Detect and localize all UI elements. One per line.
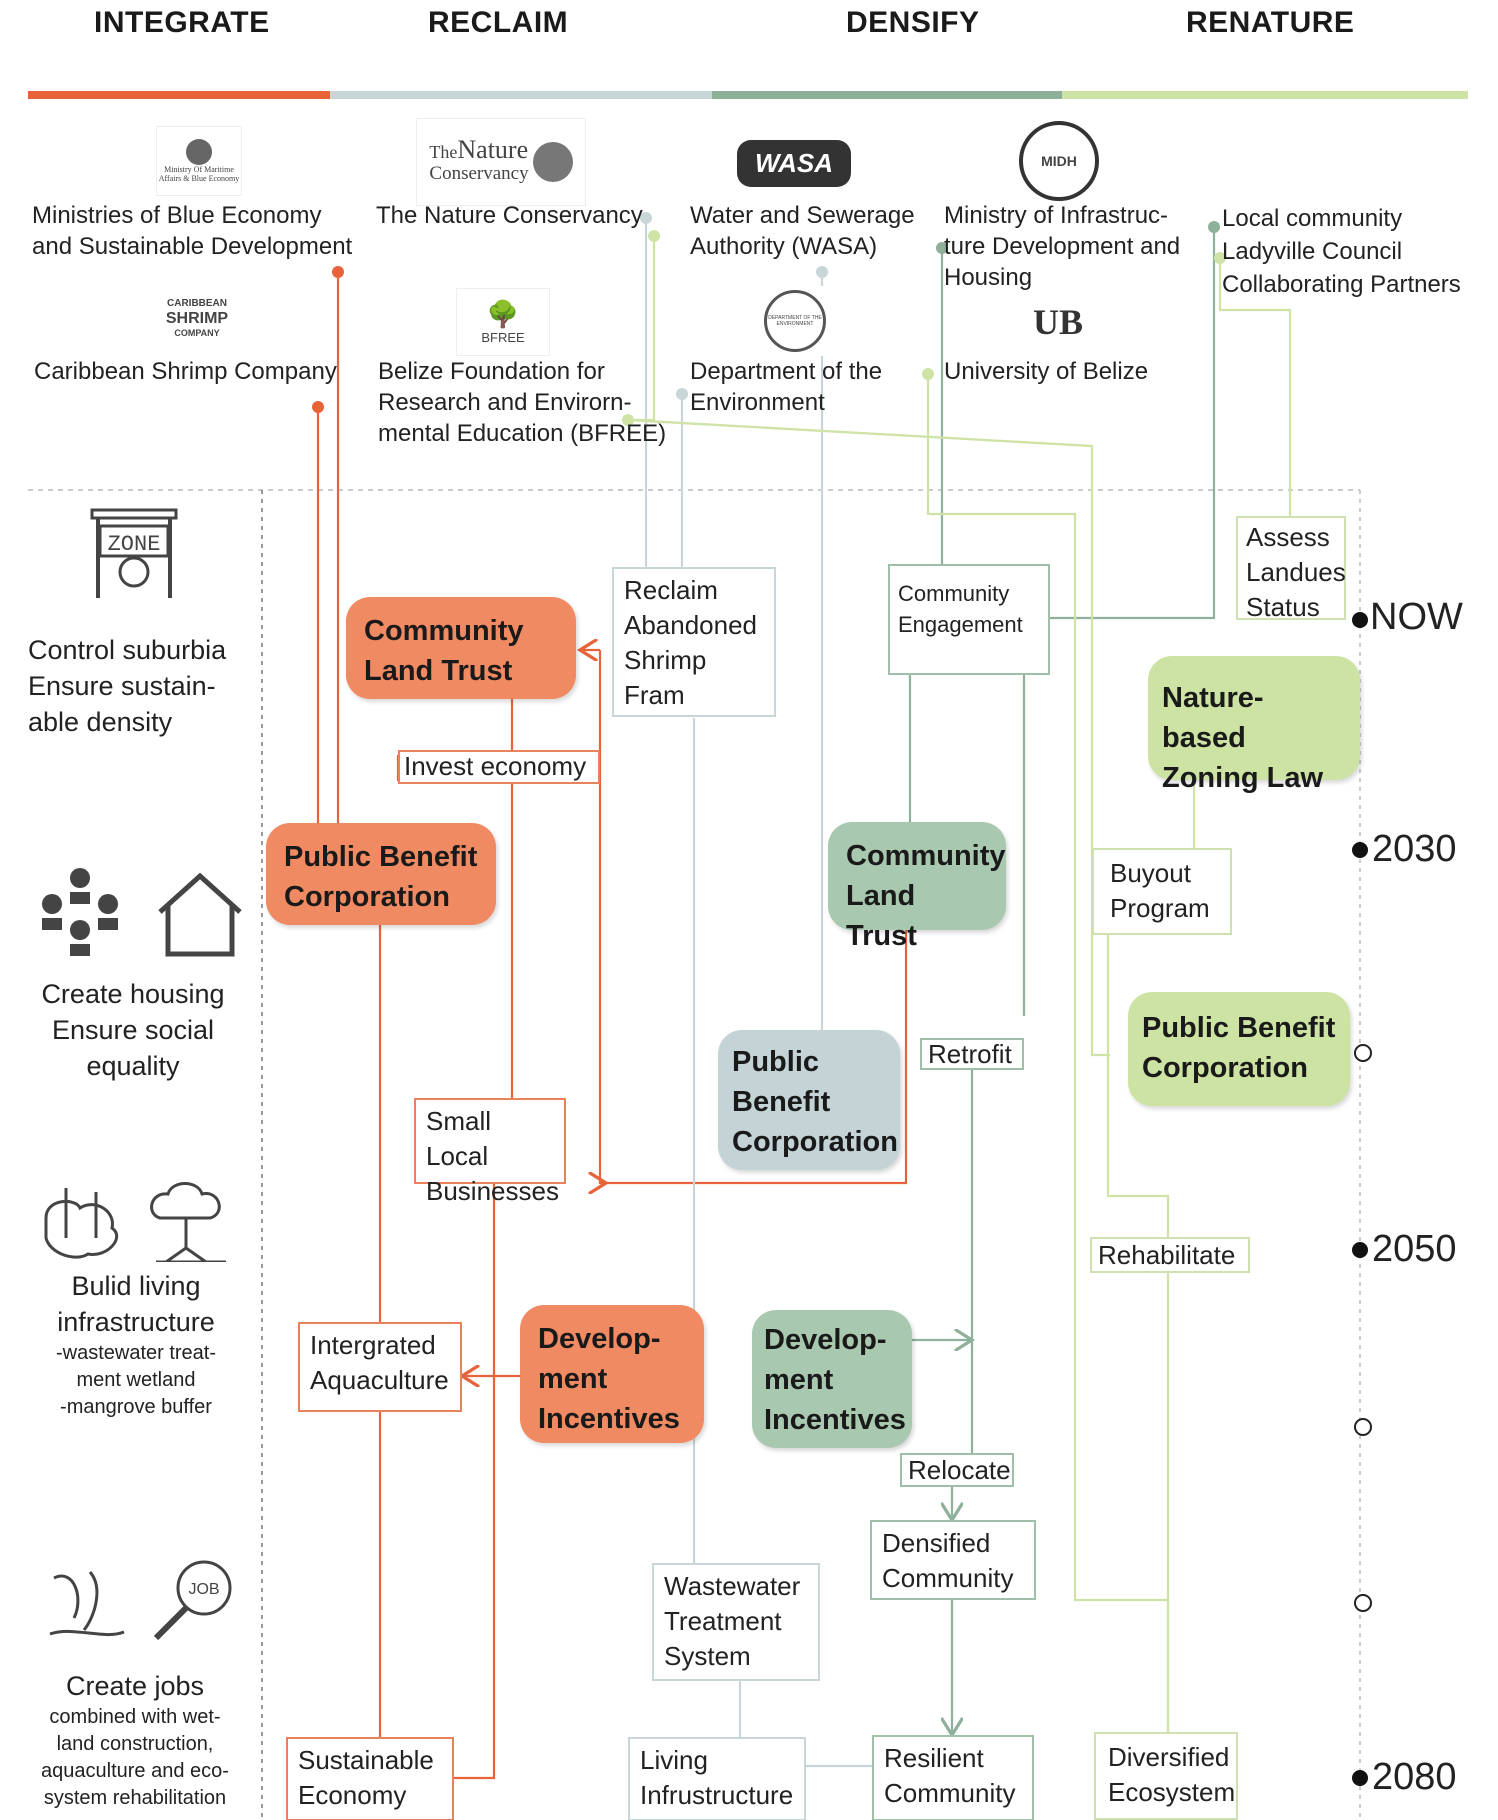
box-reclaim-shrimp-farm: Reclaim Abandoned Shrimp Fram (612, 567, 776, 717)
shrimp-logo: CARIBBEAN SHRIMP COMPANY (156, 284, 238, 352)
people-house-icon (30, 862, 250, 962)
box-diversified-ecosystem: Diversified Ecosystem (1094, 1732, 1238, 1820)
box-rehabilitate: Rehabilitate (1090, 1237, 1250, 1273)
pill-development-incentives-orange: Develop- ment Incentives (520, 1305, 704, 1443)
svg-text:ZONE: ZONE (108, 532, 161, 557)
timeline-dot-2050 (1352, 1242, 1368, 1258)
phase-densify: DENSIFY (846, 6, 980, 39)
org-ub: University of Belize (944, 358, 1149, 385)
phase-reclaim: RECLAIM (428, 6, 569, 39)
timeline-marker (1354, 1418, 1372, 1436)
pill-nature-based-zoning: Nature-based Zoning Law (1148, 656, 1360, 794)
fish-job-icon: JOB (44, 1558, 244, 1642)
box-living-infrastructure: Living Infrustructure (628, 1737, 806, 1820)
box-integrated-aquaculture: Intergrated Aquaculture (298, 1322, 462, 1412)
goal-living-infrastructure: Bulid living infrastructure -wastewater … (55, 1271, 217, 1418)
box-small-local-businesses: Small Local Businesses (414, 1098, 566, 1206)
box-buyout-program: Buyout Program (1092, 848, 1232, 935)
pill-community-land-trust-green: Community Land Trust (828, 822, 1006, 952)
wasa-logo: WASA (728, 124, 860, 202)
org-midh: Ministry of Infrastruc- ture Development… (944, 202, 1181, 291)
ub-logo: UB (1010, 294, 1106, 350)
timeline-dot-now (1352, 612, 1368, 628)
box-sustainable-economy: Sustainable Economy (286, 1737, 454, 1820)
org-shrimp: Caribbean Shrimp Company (34, 358, 337, 385)
org-ministries: Ministries of Blue Economy and Sustainab… (32, 202, 353, 260)
timeline-dot-2030 (1352, 842, 1368, 858)
bfree-logo: 🌳 BFREE (456, 288, 550, 356)
leaf-globe-icon (532, 142, 573, 182)
timeline-dot-2080 (1352, 1770, 1368, 1786)
tree-icon: 🌳 (486, 299, 520, 329)
pill-public-benefit-corp-orange: Public Benefit Corporation (266, 823, 496, 925)
ministry-logo: Ministry Of Maritime Affairs & Blue Econ… (156, 126, 242, 196)
pill-community-land-trust-orange: Community Land Trust (346, 597, 576, 699)
pill-public-benefit-corp-gray: Public Benefit Corporation (718, 1030, 900, 1170)
doe-logo: DEPARTMENT OF THE ENVIRONMENT (760, 286, 830, 356)
org-wasa: Water and Sewerage Authority (WASA) (690, 202, 915, 260)
box-retrofit: Retrofit (920, 1038, 1024, 1070)
box-community-engagement: Community Engagement (888, 564, 1050, 675)
box-wastewater-treatment: Wastewater Treatment System (652, 1563, 820, 1681)
timeline-2050: 2050 (1372, 1228, 1457, 1270)
box-assess-landuse: Assess Landues Status (1236, 516, 1346, 622)
timeline-2080: 2080 (1372, 1756, 1457, 1798)
pill-development-incentives-green: Develop- ment Incentives (752, 1310, 912, 1448)
goal-create-housing: Create housing Ensure social equality (41, 979, 225, 1081)
timeline-2030: 2030 (1372, 828, 1457, 870)
globe-icon (186, 139, 212, 165)
box-invest-economy: Invest economy (398, 750, 600, 784)
org-local: Local community Ladyville Council Collab… (1222, 205, 1461, 298)
pill-public-benefit-corp-lime: Public Benefit Corporation (1128, 992, 1350, 1106)
timeline-marker (1354, 1044, 1372, 1062)
midh-logo: MIDH (1012, 116, 1106, 206)
box-resilient-community: Resilient Community (872, 1735, 1034, 1820)
box-densified-community: Densified Community (870, 1520, 1036, 1600)
svg-text:JOB: JOB (188, 1581, 219, 1598)
goal-control-suburbia: Control suburbia Ensure sustain- able de… (28, 635, 227, 737)
goal-create-jobs: Create jobs combined with wet- land cons… (41, 1671, 229, 1809)
box-relocate: Relocate (900, 1453, 1014, 1487)
org-bfree: Belize Foundation for Research and Envir… (378, 358, 667, 447)
timeline-marker (1354, 1594, 1372, 1612)
zone-sign-icon: ZONE (86, 508, 182, 600)
timeline-now: NOW (1370, 596, 1463, 638)
tnc-logo: TheNature Conservancy (416, 118, 586, 206)
org-tnc: The Nature Conservancy (376, 202, 643, 229)
wetland-tree-icon (36, 1178, 246, 1264)
phase-renature: RENATURE (1186, 6, 1355, 39)
org-doe: Department of the Environment (690, 358, 883, 416)
phase-integrate: INTEGRATE (94, 6, 270, 39)
